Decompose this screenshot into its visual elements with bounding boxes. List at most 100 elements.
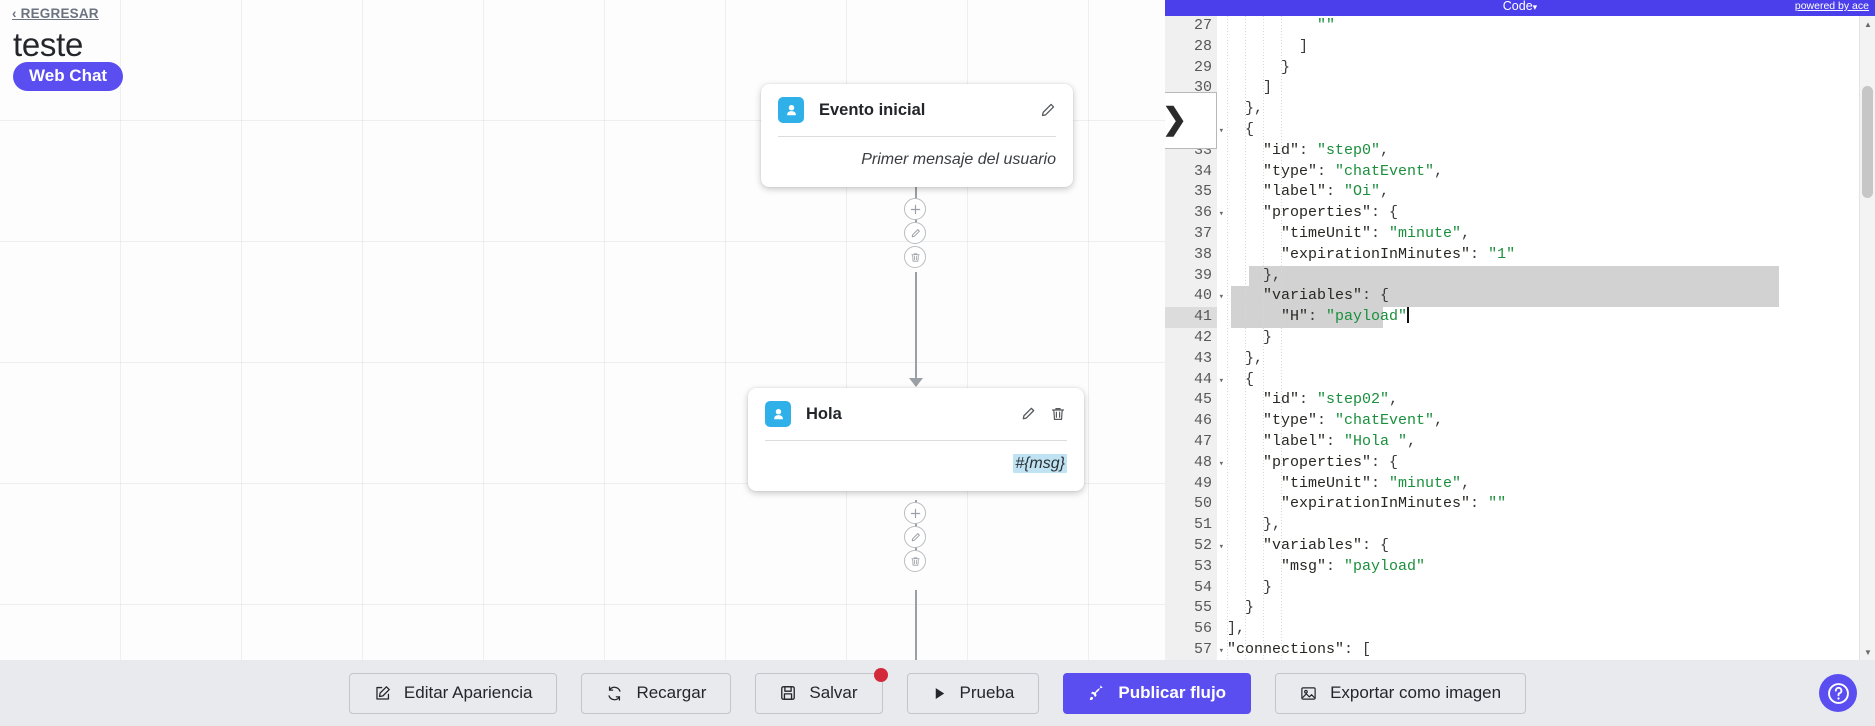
- code-line[interactable]: "H": "payload": [1281, 307, 1409, 326]
- code-line[interactable]: "type": "chatEvent",: [1263, 412, 1444, 430]
- fold-toggle-icon[interactable]: ▾: [1218, 375, 1224, 386]
- back-link[interactable]: ‹ REGRESAR: [12, 6, 99, 21]
- indent-guide: [1245, 16, 1246, 660]
- help-button[interactable]: [1819, 674, 1857, 712]
- gutter-line: 42: [1193, 328, 1212, 346]
- code-title-text: Code: [1502, 0, 1533, 13]
- scroll-down-icon[interactable]: ▼: [1864, 647, 1872, 657]
- code-line[interactable]: "variables": {: [1263, 287, 1390, 305]
- code-line[interactable]: },: [1227, 349, 1264, 367]
- code-line[interactable]: {: [1227, 370, 1255, 388]
- code-line[interactable]: "variables": {: [1263, 536, 1390, 554]
- gutter-line: 50: [1193, 495, 1212, 513]
- delete-icon[interactable]: [904, 550, 926, 572]
- code-line[interactable]: }: [1227, 328, 1273, 346]
- fold-toggle-icon[interactable]: ▾: [1218, 541, 1224, 552]
- delete-icon[interactable]: [904, 246, 926, 268]
- edit-icon[interactable]: [1039, 102, 1056, 119]
- button-label: Salvar: [809, 683, 858, 702]
- gutter-line: 47: [1193, 432, 1212, 450]
- code-line[interactable]: ]: [1227, 79, 1273, 97]
- gutter-line: 36▾: [1165, 203, 1224, 224]
- fold-toggle-icon[interactable]: ▾: [1218, 458, 1224, 469]
- code-line[interactable]: "msg": "payload": [1281, 557, 1426, 575]
- publicar-flujo-button[interactable]: Publicar flujo: [1063, 672, 1252, 714]
- text-selection: [1231, 286, 1779, 308]
- code-line[interactable]: "label": "Oi",: [1263, 183, 1390, 201]
- fold-toggle-icon[interactable]: ▾: [1218, 645, 1224, 656]
- scrollbar-thumb[interactable]: [1862, 86, 1873, 198]
- flow-node-hola[interactable]: Hola #{msg}: [748, 388, 1084, 491]
- code-line[interactable]: "id": "step0",: [1263, 141, 1390, 159]
- code-line[interactable]: "timeUnit": "minute",: [1281, 224, 1471, 242]
- gutter-line: 49: [1193, 474, 1212, 492]
- editar-apariencia-button[interactable]: Editar Apariencia: [348, 672, 558, 714]
- code-line[interactable]: }: [1227, 578, 1273, 596]
- user-icon: [765, 401, 791, 427]
- scroll-up-icon[interactable]: ▲: [1864, 19, 1872, 29]
- add-icon[interactable]: [904, 198, 926, 220]
- node-body[interactable]: #{msg}: [748, 441, 1084, 491]
- code-line[interactable]: },: [1227, 100, 1264, 118]
- editor-scrollbar[interactable]: ▲ ▼: [1859, 16, 1875, 660]
- code-line[interactable]: "label": "Hola ",: [1263, 432, 1417, 450]
- channel-badge: Web Chat: [13, 62, 124, 91]
- indent-guide: [1263, 16, 1264, 660]
- code-line[interactable]: "": [1317, 17, 1336, 34]
- fold-widget[interactable]: ❯: [1165, 92, 1217, 149]
- code-line[interactable]: }: [1227, 599, 1255, 617]
- gutter-line: 38: [1193, 245, 1212, 263]
- delete-icon[interactable]: [1050, 406, 1067, 423]
- code-line[interactable]: ]: [1227, 37, 1309, 55]
- gutter-line: 48▾: [1165, 453, 1224, 474]
- gutter-line: 52▾: [1165, 536, 1224, 557]
- code-line[interactable]: "type": "chatEvent",: [1263, 162, 1444, 180]
- add-icon[interactable]: [904, 502, 926, 524]
- editor-content[interactable]: "" ] } ] }, { "id": "step0", "type": "ch…: [1217, 16, 1875, 660]
- flow-canvas[interactable]: ‹ REGRESAR teste Web Chat Evento inicial: [0, 0, 1165, 660]
- gutter-line: 29: [1193, 58, 1212, 76]
- code-line[interactable]: },: [1227, 266, 1282, 284]
- code-line[interactable]: "expirationInMinutes": "": [1281, 495, 1507, 513]
- gutter-line: 46: [1193, 412, 1212, 430]
- node-body[interactable]: Primer mensaje del usuario: [861, 151, 1056, 168]
- code-panel: Code▾ powered by ace 272829303132▾333435…: [1165, 0, 1875, 660]
- code-line[interactable]: }: [1227, 58, 1291, 76]
- code-editor[interactable]: 272829303132▾33343536▾37383940▾41424344▾…: [1165, 16, 1875, 660]
- powered-by-link[interactable]: powered by ace: [1794, 0, 1869, 12]
- code-line[interactable]: "connections": [: [1227, 640, 1372, 658]
- edit-icon[interactable]: [1020, 406, 1037, 423]
- flow-node-evento-inicial[interactable]: Evento inicial Primer mensaje del usuari…: [761, 84, 1073, 187]
- edit-icon[interactable]: [904, 222, 926, 244]
- code-line[interactable]: {: [1227, 120, 1255, 138]
- node-actions-1: [904, 198, 926, 268]
- chevron-down-icon[interactable]: ▾: [1532, 2, 1538, 12]
- code-line[interactable]: "expirationInMinutes": "1": [1281, 245, 1516, 263]
- fold-toggle-icon[interactable]: ▾: [1218, 125, 1224, 136]
- code-line[interactable]: },: [1227, 516, 1282, 534]
- prueba-button[interactable]: Prueba: [906, 672, 1040, 714]
- code-line[interactable]: "properties": {: [1263, 204, 1399, 222]
- node-divider: [778, 136, 1056, 137]
- code-line[interactable]: "id": "step02",: [1263, 391, 1399, 409]
- indent-guide: [1281, 16, 1282, 660]
- code-line[interactable]: "timeUnit": "minute",: [1281, 474, 1471, 492]
- node-header: Hola: [748, 388, 1084, 440]
- fold-toggle-icon[interactable]: ▾: [1218, 209, 1224, 220]
- recargar-button[interactable]: Recargar: [581, 672, 732, 714]
- gutter-line: 28: [1193, 37, 1212, 55]
- gutter-line: 35: [1193, 183, 1212, 201]
- edit-icon[interactable]: [904, 526, 926, 548]
- page-title: teste: [13, 26, 84, 63]
- code-panel-title[interactable]: Code▾: [1165, 0, 1875, 13]
- gutter-line: 37: [1193, 224, 1212, 242]
- exportar-como-imagen-button[interactable]: Exportar como imagen: [1275, 672, 1527, 714]
- button-label: Editar Apariencia: [403, 683, 533, 702]
- code-line[interactable]: ],: [1227, 620, 1246, 638]
- fold-toggle-icon[interactable]: ▾: [1218, 292, 1224, 303]
- code-line[interactable]: "properties": {: [1263, 453, 1399, 471]
- salvar-button[interactable]: Salvar: [755, 667, 888, 714]
- connector-line-top: [915, 170, 917, 225]
- indent-guide: [1227, 16, 1228, 660]
